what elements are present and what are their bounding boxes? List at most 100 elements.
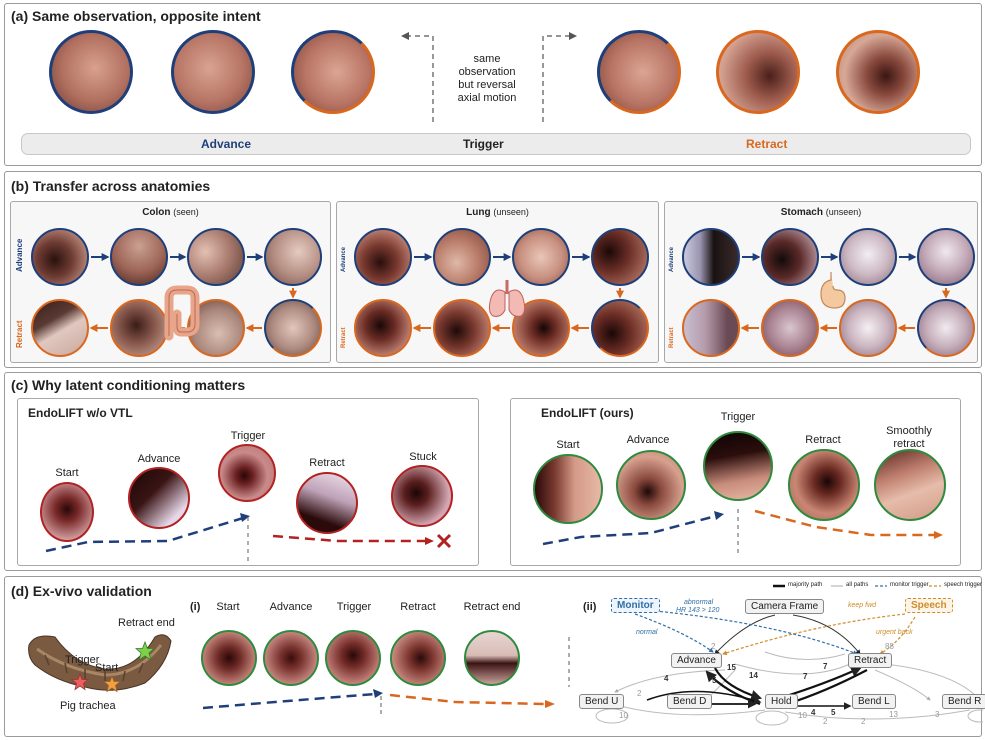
seq-tag: (i) — [190, 601, 201, 613]
stomach-ret-2 — [761, 299, 819, 357]
ours-group: EndoLIFT (ours) Start Advance Trigger Re… — [510, 398, 961, 566]
node-speech: Speech — [905, 598, 953, 613]
frame-a-4 — [597, 30, 681, 114]
node-retract: Retract — [848, 653, 893, 668]
ours-label-start: Start — [556, 439, 580, 451]
count-hold-self: 10 — [798, 711, 807, 720]
graph-legend-swatches — [773, 584, 941, 588]
wo-frame-retract — [296, 472, 358, 534]
seq-label-advance: Advance — [269, 601, 313, 613]
panel-a-title: (a) Same observation, opposite intent — [11, 8, 261, 24]
frame-a-1 — [49, 30, 133, 114]
frame-a-6 — [836, 30, 920, 114]
star-retract-end-icon — [135, 641, 155, 661]
ours-label-advance: Advance — [626, 434, 670, 446]
colon-adv-4 — [264, 228, 322, 286]
node-bend-u: Bend U — [579, 694, 625, 709]
lungs-icon — [488, 280, 526, 317]
colon-ret-4 — [264, 299, 322, 357]
lung-adv-1 — [354, 228, 412, 286]
colon-icon — [164, 285, 200, 341]
note-line-2: observation — [458, 66, 516, 78]
seq-trajectory — [202, 689, 555, 716]
panel-b: (b) Transfer across anatomies Colon (see… — [4, 171, 982, 368]
legend-majority: majority path — [788, 582, 823, 588]
lung-heading: Lung (unseen) — [337, 207, 658, 218]
colon-adv-1 — [31, 228, 89, 286]
frame-a-5 — [716, 30, 800, 114]
lung-adv-3 — [512, 228, 570, 286]
seq-label-start: Start — [216, 601, 240, 613]
ours-title: EndoLIFT (ours) — [541, 406, 634, 420]
lung-adv-2 — [433, 228, 491, 286]
node-monitor: Monitor — [611, 598, 660, 613]
seq-frame-advance — [263, 630, 319, 686]
wo-label-advance: Advance — [137, 453, 181, 465]
edge-urgent-back: urgent back — [876, 629, 913, 636]
wo-label-trigger: Trigger — [230, 430, 266, 442]
trigger-dashed-brackets — [401, 32, 577, 122]
stomach-status: (unseen) — [825, 207, 862, 217]
frame-a-2 — [171, 30, 255, 114]
count-adv-bendd: 4 — [664, 674, 669, 683]
frame-a-3 — [291, 30, 375, 114]
stomach-ret-4 — [917, 299, 975, 357]
seq-divider — [568, 637, 570, 687]
node-advance: Advance — [671, 653, 722, 668]
graph-edges — [595, 609, 983, 726]
wo-label-retract: Retract — [309, 457, 345, 469]
edge-hr: HR 143 > 120 — [676, 607, 720, 614]
stomach-adv-4 — [917, 228, 975, 286]
seq-label-retract-end: Retract end — [463, 601, 521, 613]
bar-advance-label: Advance — [201, 137, 252, 151]
stomach-adv-2 — [761, 228, 819, 286]
panel-b-title: (b) Transfer across anatomies — [11, 178, 211, 194]
colon-heading: Colon (seen) — [11, 207, 330, 218]
stomach-heading: Stomach (unseen) — [665, 207, 977, 218]
wo-trajectory — [45, 513, 452, 561]
stomach-ret-1 — [682, 299, 740, 357]
seq-label-retract: Retract — [400, 601, 436, 613]
lung-ret-1 — [354, 299, 412, 357]
ours-frame-trigger — [703, 431, 773, 501]
note-line-3: but reversal — [458, 79, 516, 91]
specimen-caption: Pig trachea — [60, 700, 116, 712]
node-bend-l: Bend L — [852, 694, 896, 709]
stomach-adv-1 — [682, 228, 740, 286]
without-vtl-title: EndoLIFT w/o VTL — [28, 406, 133, 420]
lung-ret-4 — [591, 299, 649, 357]
count-hold-b: 2 — [823, 717, 828, 726]
wo-label-stuck: Stuck — [409, 451, 437, 463]
count-adv-self: 2 — [711, 642, 716, 651]
without-vtl-group: EndoLIFT w/o VTL Start Advance Trigger R… — [17, 398, 479, 566]
ours-label-retract: Retract — [805, 434, 841, 446]
count-bendr-self: 3 — [935, 710, 940, 719]
stomach-name: Stomach — [780, 207, 823, 218]
count-bendl-b: 2 — [861, 717, 866, 726]
star-trigger-icon — [71, 673, 89, 691]
ours-label-trigger: Trigger — [720, 411, 756, 423]
count-hold-bendl-1: 4 — [811, 708, 816, 717]
ours-trajectory — [542, 509, 943, 557]
edge-normal: normal — [636, 629, 658, 636]
edge-abnormal: abnormal — [684, 599, 714, 606]
panel-a: (a) Same observation, opposite intent sa… — [4, 3, 982, 166]
panel-d-title: (d) Ex-vivo validation — [11, 583, 152, 599]
count-ret-self: 88 — [885, 642, 894, 651]
wo-frame-advance — [128, 467, 190, 529]
ours-frame-start — [533, 454, 603, 524]
node-hold: Hold — [765, 694, 798, 709]
count-bendl-self: 13 — [889, 710, 898, 719]
stomach-ret-3 — [839, 299, 897, 357]
count-bendu-self: 10 — [619, 711, 628, 720]
legend-all: all paths — [846, 582, 869, 588]
lung-ret-2 — [433, 299, 491, 357]
colon-group: Colon (seen) Advance Retract — [10, 201, 331, 363]
node-camera-frame: Camera Frame — [745, 599, 825, 614]
seq-label-trigger: Trigger — [336, 601, 372, 613]
star-start-icon — [103, 675, 121, 693]
trigger-bar — [21, 133, 971, 155]
wo-frame-start — [40, 482, 94, 542]
bar-retract-label: Retract — [746, 137, 788, 151]
